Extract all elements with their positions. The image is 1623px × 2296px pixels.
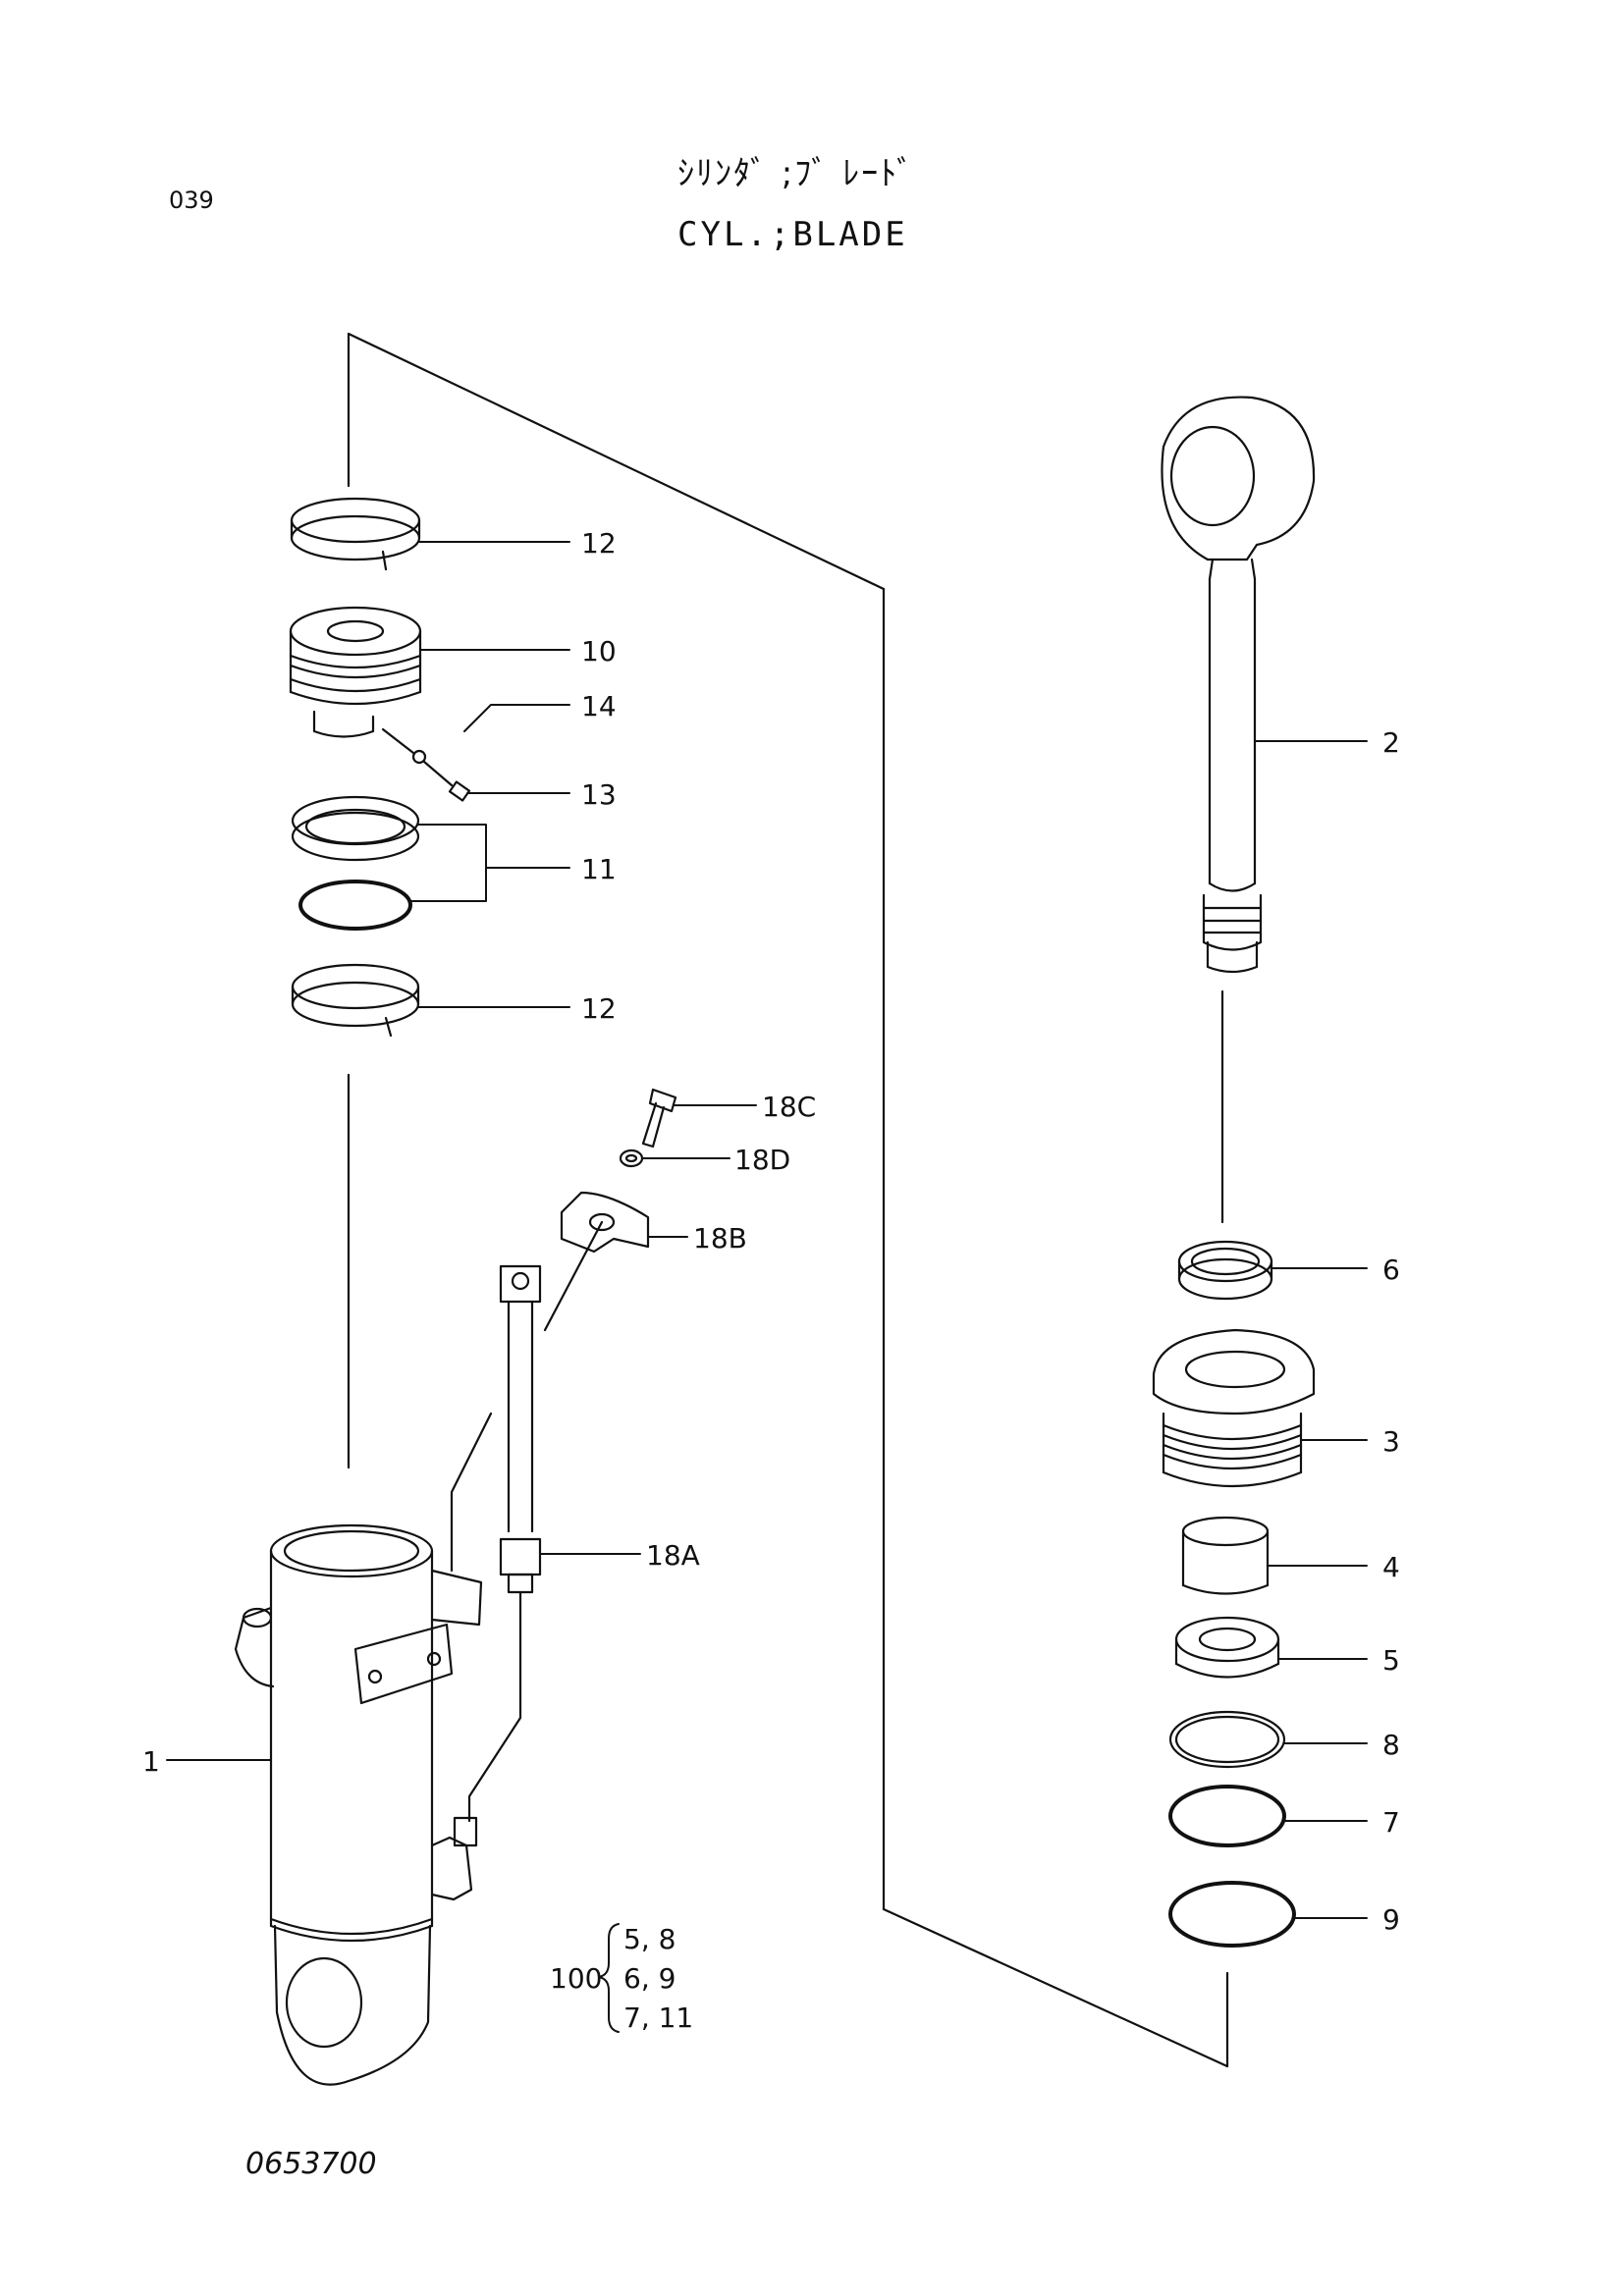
title-english: CYL.;BLADE	[677, 215, 908, 254]
part-label-1: 1	[142, 1745, 160, 1778]
part-label-18d: 18D	[734, 1144, 791, 1176]
part-label-18a: 18A	[646, 1539, 700, 1572]
part-label-18b: 18B	[693, 1222, 747, 1255]
part-label-12-top: 12	[581, 527, 617, 560]
page-number: 039	[169, 187, 214, 214]
part-8-backup-ring	[1168, 1710, 1286, 1769]
part-12-wear-ring-top	[290, 497, 421, 571]
part-label-13: 13	[581, 778, 617, 811]
part-label-2: 2	[1382, 726, 1400, 759]
part-18b-clamp	[543, 1191, 650, 1332]
part-label-3: 3	[1382, 1425, 1400, 1458]
part-3-rod-cover	[1152, 1328, 1316, 1488]
part-13-set-screw	[422, 760, 471, 802]
kit-line-2: 6, 9	[623, 1962, 676, 1995]
part-label-5: 5	[1382, 1644, 1400, 1677]
kit-line-3: 7, 11	[623, 2002, 694, 2034]
title-japanese: ｼﾘﾝﾀﾞ ;ﾌﾞ ﾚｰﾄﾞ	[677, 154, 916, 193]
part-label-6: 6	[1382, 1254, 1400, 1286]
part-12-wear-ring-bottom	[291, 963, 420, 1038]
part-label-12-bottom: 12	[581, 992, 617, 1025]
kit-number: 100	[550, 1962, 603, 1995]
part-label-18c: 18C	[762, 1091, 817, 1123]
part-18a-pipe	[450, 1264, 542, 1823]
part-label-8: 8	[1382, 1729, 1400, 1761]
part-4-bushing	[1181, 1516, 1270, 1595]
part-label-9: 9	[1382, 1903, 1400, 1936]
part-5-buffer-seal	[1174, 1616, 1280, 1679]
part-14-steel-ball	[381, 727, 427, 765]
part-1-cylinder-tube	[234, 1523, 483, 2086]
part-11-o-ring	[298, 880, 412, 931]
part-label-7: 7	[1382, 1806, 1400, 1839]
kit-line-1: 5, 8	[623, 1923, 676, 1955]
leader-lines	[166, 541, 1368, 1919]
assembly-frame-lines	[347, 332, 1229, 2068]
part-label-11: 11	[581, 853, 617, 885]
part-18d-washer	[619, 1148, 644, 1168]
part-9-o-ring	[1168, 1881, 1296, 1948]
part-7-o-ring	[1168, 1785, 1286, 1847]
part-label-4: 4	[1382, 1551, 1400, 1583]
part-11-seal-ring	[291, 795, 420, 862]
drawing-number: 0653700	[245, 2147, 377, 2181]
part-label-14: 14	[581, 690, 617, 722]
kit-brace	[598, 1923, 620, 2033]
part-label-10: 10	[581, 635, 617, 667]
part-6-dust-seal	[1177, 1240, 1273, 1301]
part-10-piston	[289, 606, 422, 738]
part-2-piston-rod	[1161, 396, 1316, 974]
part-18c-bolt	[641, 1088, 677, 1148]
